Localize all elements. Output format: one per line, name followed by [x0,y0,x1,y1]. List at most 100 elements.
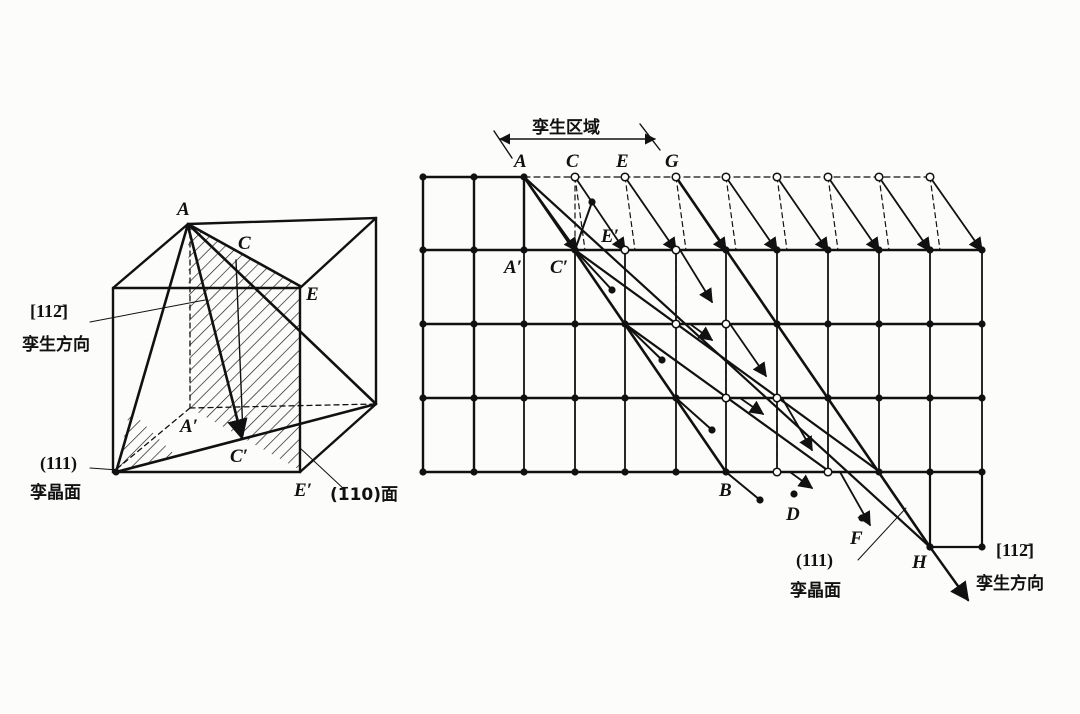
label-top-A: A [513,151,527,172]
lattice-atom [773,320,781,328]
zigzag-line [624,323,663,361]
lattice-atom [926,468,934,476]
original-atom [671,245,681,255]
region-tick-left [493,130,513,159]
corner-dot [112,468,120,476]
lattice-atom [470,394,478,402]
dashed-original-col [827,176,839,251]
lattice-atom [926,320,934,328]
lattice-atom [978,246,986,254]
lattice-atom [722,468,730,476]
original-atom [721,172,731,182]
original-atom [620,172,630,182]
lattice-atom [621,468,629,476]
label-A-prime-r: A′ [503,257,522,278]
lattice-atom [926,394,934,402]
label-C-prime-r: C′ [550,257,568,278]
twinned-atom [658,356,666,364]
zigzag-line [725,471,761,501]
shear-arrow [624,176,677,253]
shear-arrow [729,323,767,378]
lattice-atom [419,320,427,328]
original-atom [874,172,884,182]
original-atom [772,393,782,403]
label-top-E: E [615,151,629,172]
original-atom [925,172,935,182]
label-E-prime-r: E′ [600,226,619,247]
label-E-prime: E′ [293,480,312,501]
line-a-cprime [187,223,243,439]
lattice-atom [672,394,680,402]
label-top-G: G [665,151,679,172]
shear-arrow [929,176,983,253]
lattice-atom [672,468,680,476]
dashed-original-col [725,176,737,251]
original-atom [570,172,580,182]
plane-leader-r [857,507,907,561]
lattice-atom [875,320,883,328]
lattice-atom [470,173,478,181]
plane-label: 孪晶面 [30,482,81,503]
shear-arrow [789,471,814,489]
lattice-atom [419,394,427,402]
lattice-atom [520,320,528,328]
r-plane-index: (111) [796,550,833,571]
plane-index: (111) [40,453,77,474]
shear-arrow [878,176,931,253]
lattice-atom [978,468,986,476]
shear-arrow [679,249,713,304]
twinned-atom [588,198,596,206]
lattice-atom [824,320,832,328]
r-plane-label: 孪晶面 [790,580,841,601]
dashed-original-col [929,176,941,251]
shear-arrow [523,176,578,253]
lattice-atom [824,394,832,402]
original-atom [823,172,833,182]
lattice-atom [773,246,781,254]
section-leader [299,447,346,491]
zigzag-line [574,249,613,291]
lattice-atom [875,394,883,402]
twin-lattice-line [522,175,932,549]
section-label: (1̄10)面 [330,485,398,505]
plane-leader [89,467,119,471]
dashed-original-col [675,176,687,251]
cube-figure [89,216,378,491]
lattice-atom [824,246,832,254]
lattice-atom [571,320,579,328]
label-D: D [785,504,800,525]
lattice-atom [520,394,528,402]
original-atom [671,172,681,182]
lattice-atom [470,320,478,328]
lattice-atom [875,468,883,476]
direction-leader [89,299,206,323]
twinned-atom [708,426,716,434]
original-atom [772,172,782,182]
zigzag-line [675,397,713,431]
r-direction-label: 孪生方向 [976,573,1044,594]
shear-arrow [675,176,727,253]
label-A-prime: A′ [179,416,198,437]
shear-arrow [776,176,829,253]
lattice-atom [571,394,579,402]
twinned-atom [858,514,866,522]
dashed-original-col [776,176,788,251]
lattice-atom [571,468,579,476]
lattice-atom [571,246,579,254]
label-H: H [911,552,928,573]
lattice-atom [520,173,528,181]
original-atom [671,319,681,329]
original-atom [620,245,630,255]
label-top-C: C [566,151,579,172]
dashed-original-col [574,176,586,251]
lattice-atom [978,543,986,551]
twinned-atom [756,496,764,504]
twinned-atom [926,543,934,551]
shear-arrow [781,397,813,452]
line-c-diag [235,259,244,436]
hidden-edges [112,223,377,473]
dashed-original-col [624,176,636,251]
lattice-atom [875,246,883,254]
region-tick-right [639,123,661,151]
